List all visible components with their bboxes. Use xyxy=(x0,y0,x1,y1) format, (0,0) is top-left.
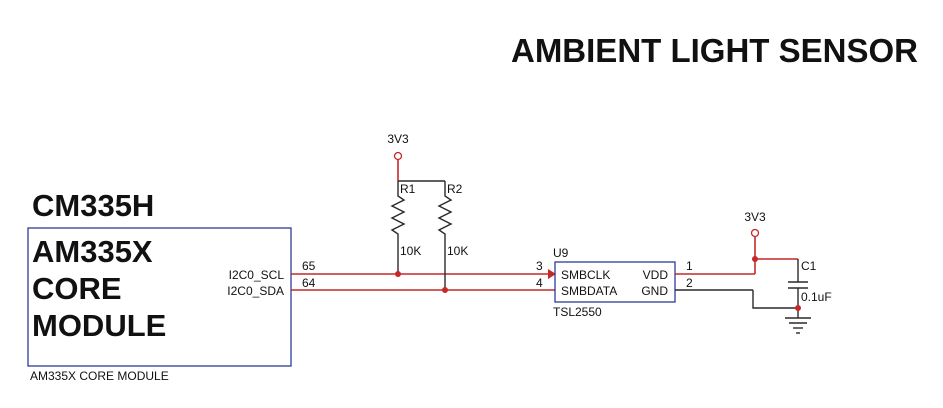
module-pin-number-sda: 64 xyxy=(302,276,316,290)
chip-pin-number-2: 2 xyxy=(686,276,693,290)
module-pin-number-scl: 65 xyxy=(302,259,316,273)
junction-scl xyxy=(395,271,401,277)
junction-ground xyxy=(795,305,801,311)
r1-value: 10K xyxy=(400,244,421,258)
r2-ref: R2 xyxy=(447,182,463,196)
chip-pin-number-1: 1 xyxy=(686,259,693,273)
chip-pin-gnd: GND xyxy=(641,284,668,298)
module-body-line-2: CORE xyxy=(32,271,122,306)
chip-pin-number-3: 3 xyxy=(536,259,543,273)
chip-pin-number-4: 4 xyxy=(536,276,543,290)
power-symbol-1 xyxy=(393,151,403,161)
schematic-title: AMBIENT LIGHT SENSOR xyxy=(511,32,918,69)
chip-pin-smbclk: SMBCLK xyxy=(561,268,610,282)
module-name: CM335H xyxy=(32,188,154,223)
r1-ref: R1 xyxy=(400,182,416,196)
module-body-line-3: MODULE xyxy=(32,308,166,343)
power-label-1: 3V3 xyxy=(387,132,409,146)
resistor-r2 xyxy=(437,181,453,290)
chip-ref: U9 xyxy=(553,246,569,260)
power-symbol-2 xyxy=(750,228,760,238)
resistor-r1 xyxy=(390,181,406,274)
module-box xyxy=(27,227,292,367)
module-footer: AM335X CORE MODULE xyxy=(30,369,169,383)
power-label-2: 3V3 xyxy=(744,210,766,224)
r2-value: 10K xyxy=(447,244,468,258)
module-pin-label-sda: I2C0_SDA xyxy=(227,284,284,298)
capacitor-ref: C1 xyxy=(801,259,817,273)
chip-part-number: TSL2550 xyxy=(553,305,602,319)
capacitor-value: 0.1uF xyxy=(801,290,832,304)
junction-sda xyxy=(442,287,448,293)
scl-input-arrow xyxy=(548,269,556,279)
chip-body xyxy=(554,261,676,303)
chip-pin-vdd: VDD xyxy=(643,268,669,282)
module-pin-label-scl: I2C0_SCL xyxy=(229,268,285,282)
module-body-line-1: AM335X xyxy=(32,234,153,269)
wire-ground xyxy=(752,290,798,309)
chip-pin-smbdata: SMBDATA xyxy=(561,284,617,298)
